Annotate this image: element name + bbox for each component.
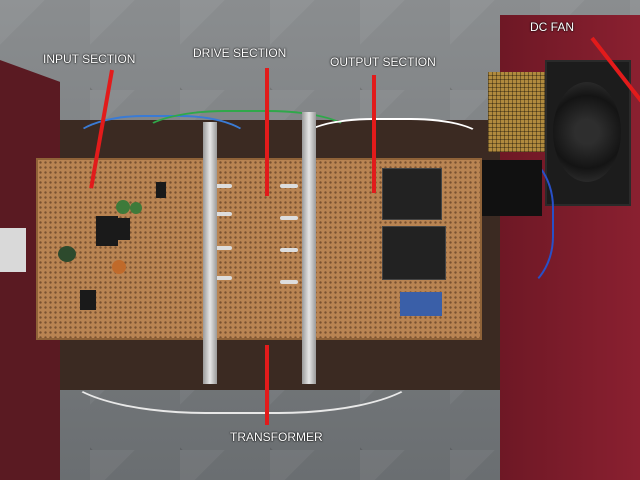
pointer-drive bbox=[265, 68, 269, 196]
capacitor-green bbox=[130, 202, 142, 214]
fan-blades bbox=[553, 82, 621, 182]
label-dc-fan: DC FAN bbox=[530, 20, 575, 34]
pointer-output bbox=[372, 75, 376, 193]
ic-chip bbox=[96, 216, 118, 246]
ic-chip-small bbox=[156, 182, 166, 198]
mount-bolt bbox=[214, 184, 232, 188]
power-connector bbox=[0, 228, 26, 272]
heatsink-left bbox=[203, 122, 217, 384]
mount-bolt bbox=[280, 280, 298, 284]
label-drive-section: DRIVE SECTION bbox=[193, 46, 287, 60]
circuit-board bbox=[36, 158, 482, 340]
heatsink-right bbox=[302, 112, 316, 384]
relay-bottom bbox=[382, 226, 446, 280]
label-transformer: TRANSFORMER bbox=[230, 430, 323, 444]
terminal-block bbox=[482, 160, 542, 216]
wire-green bbox=[140, 110, 354, 174]
vent-grille bbox=[488, 72, 554, 152]
wire-white-bottom bbox=[60, 300, 424, 414]
mount-bolt bbox=[280, 216, 298, 220]
ic-chip-small bbox=[118, 218, 130, 240]
mount-bolt bbox=[214, 276, 232, 280]
film-capacitor bbox=[400, 292, 442, 316]
relay-top bbox=[382, 168, 442, 220]
mount-bolt bbox=[214, 212, 232, 216]
dc-fan bbox=[545, 60, 631, 206]
wire-blue bbox=[70, 115, 254, 189]
mount-bolt bbox=[214, 246, 232, 250]
capacitor-green bbox=[116, 200, 130, 214]
regulator bbox=[80, 290, 96, 310]
capacitor-orange bbox=[112, 260, 126, 274]
capacitor-electrolytic bbox=[58, 246, 76, 262]
label-output-section: OUTPUT SECTION bbox=[330, 55, 436, 69]
wire-blue-right bbox=[440, 150, 554, 294]
pointer-transformer bbox=[265, 345, 269, 425]
mount-bolt bbox=[280, 184, 298, 188]
label-input-section: INPUT SECTION bbox=[43, 52, 136, 66]
mount-bolt bbox=[280, 248, 298, 252]
wire-white bbox=[300, 118, 484, 172]
